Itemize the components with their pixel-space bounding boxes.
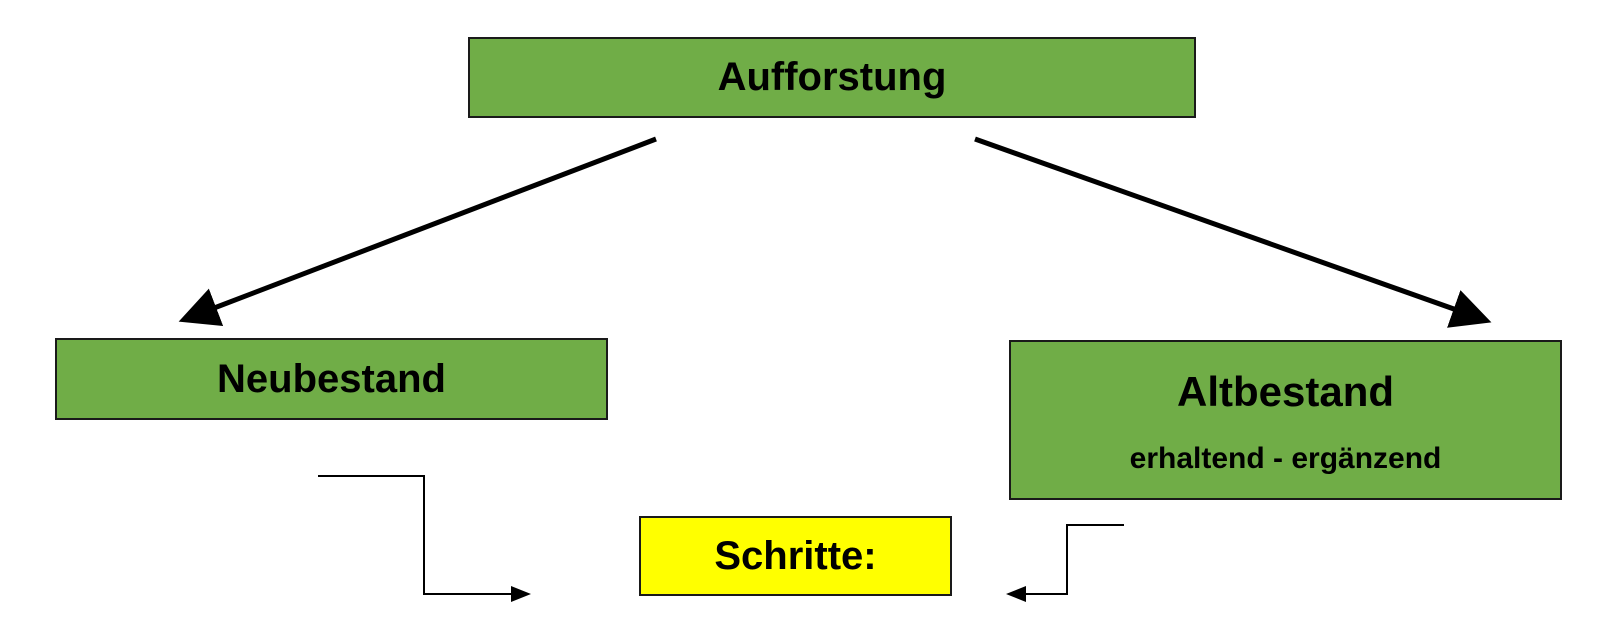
node-neubestand: Neubestand: [55, 338, 608, 420]
node-schritte-label: Schritte:: [714, 533, 877, 578]
node-altbestand-label: Altbestand: [1176, 368, 1394, 415]
elbow-arrow-right-to-bottom: [1006, 524, 1124, 602]
arrow-top-to-right: [974, 136, 1492, 328]
node-aufforstung-label: Aufforstung: [717, 55, 947, 99]
arrow-top-to-left: [178, 136, 657, 326]
node-altbestand-sublabel: erhaltend - ergänzend: [1129, 442, 1442, 475]
node-altbestand: Altbestand erhaltend - ergänzend: [1009, 340, 1562, 500]
node-schritte: Schritte:: [639, 516, 952, 596]
node-neubestand-label: Neubestand: [217, 356, 446, 401]
elbow-arrow-left-to-bottom: [318, 475, 531, 602]
node-aufforstung: Aufforstung: [468, 37, 1196, 118]
